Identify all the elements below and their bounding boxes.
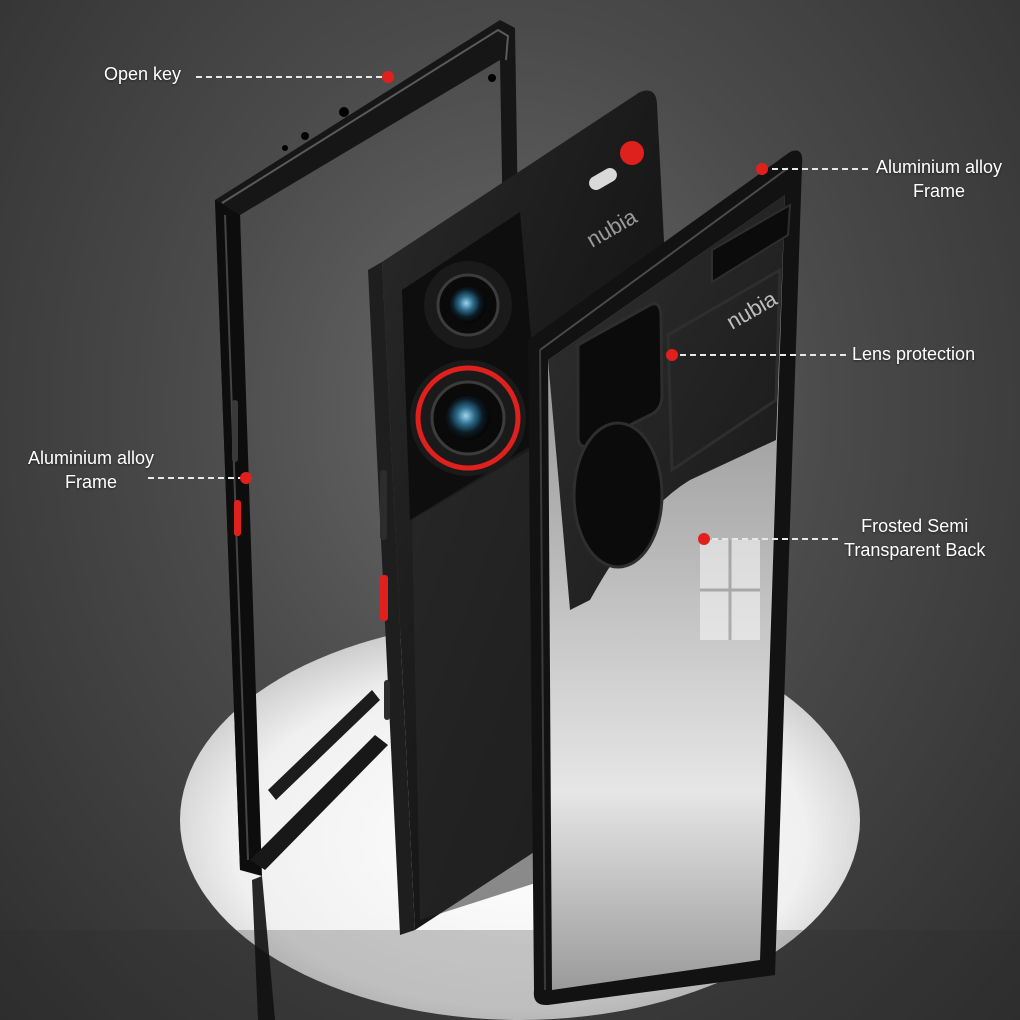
frosted-back-marker	[698, 533, 710, 545]
callout-markers	[240, 71, 768, 545]
callout-open-key: Open key	[104, 62, 181, 86]
aluminium-frame-left	[215, 20, 520, 1020]
callout-aluminium-frame-left: Aluminium alloy Frame	[28, 446, 154, 494]
upper-camera-lens-icon	[424, 261, 512, 349]
callout-frosted-back-line2: Transparent Back	[844, 540, 986, 560]
callout-aluminium-frame-left-line1: Aluminium alloy	[28, 448, 155, 468]
lens-protection-marker	[666, 349, 678, 361]
callout-open-key-text: Open key	[104, 64, 182, 84]
callout-aluminium-frame-right-line1: Aluminium alloy	[876, 157, 1003, 177]
callout-lens-protection: Lens protection	[852, 342, 975, 366]
callout-aluminium-frame-left-line2: Frame	[65, 472, 118, 492]
callout-leaders	[148, 76, 870, 540]
callout-aluminium-frame-right-line2: Frame	[913, 181, 966, 201]
alloy-frame-left-marker	[240, 472, 252, 484]
open-key-marker	[382, 71, 394, 83]
lower-camera-lens-icon	[410, 360, 526, 476]
case-with-frosted-back	[528, 150, 803, 1006]
callout-lens-protection-text: Lens protection	[852, 344, 976, 364]
callout-frosted-back: Frosted Semi Transparent Back	[844, 514, 985, 562]
reflection-shadow	[0, 930, 1020, 1020]
callout-frosted-back-line1: Frosted Semi	[861, 516, 969, 536]
callout-aluminium-frame-right: Aluminium alloy Frame	[876, 155, 1002, 203]
window-reflection	[700, 540, 760, 640]
alloy-frame-right-marker	[756, 163, 768, 175]
